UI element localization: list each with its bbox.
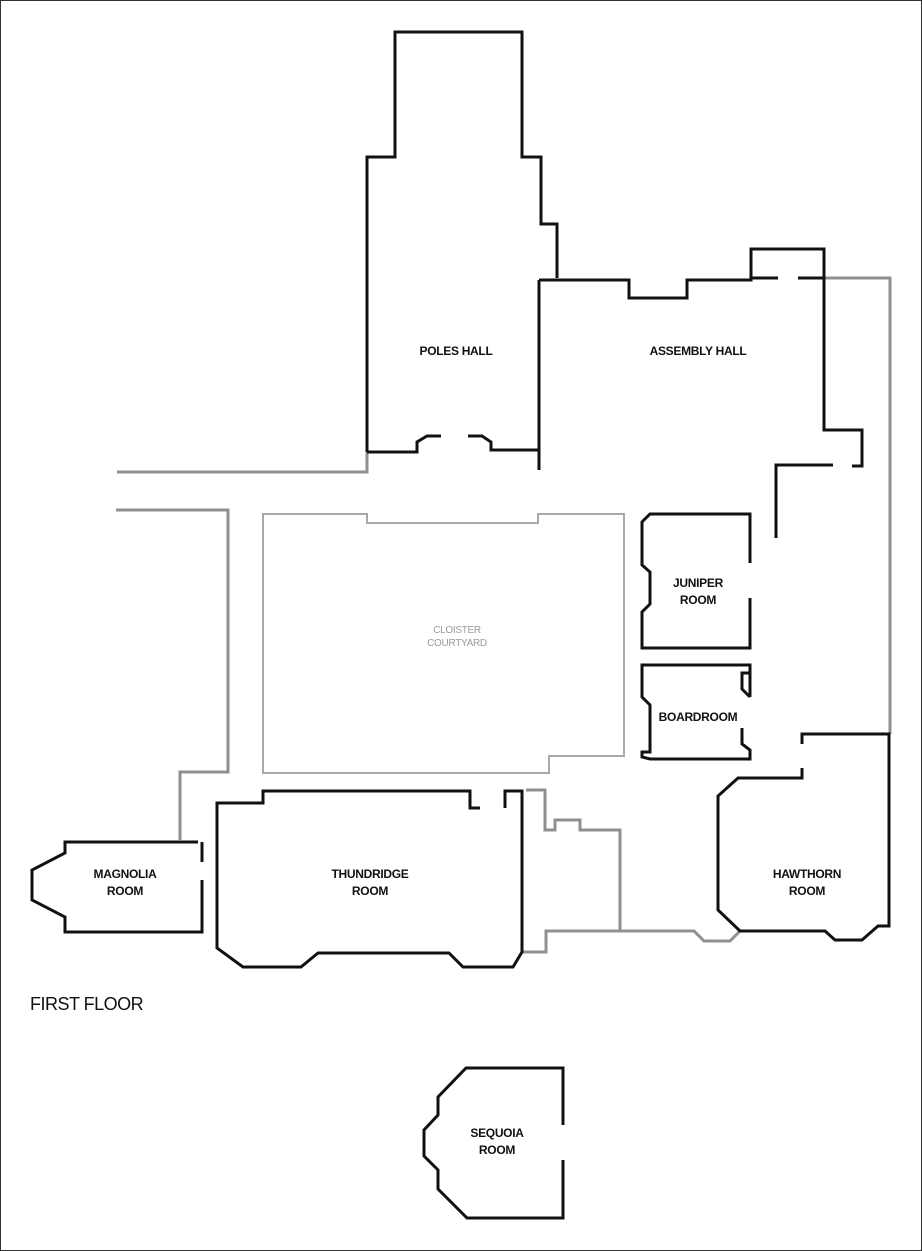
corridor-west bbox=[116, 508, 230, 840]
hawthorn-room-label-line1: HAWTHORN bbox=[773, 867, 841, 881]
magnolia-room-label-line2: ROOM bbox=[107, 884, 143, 898]
poles-hall-front-right bbox=[468, 434, 539, 452]
thundridge-room-label-line2: ROOM bbox=[352, 884, 388, 898]
sequoia-room-walls-top bbox=[422, 1066, 565, 1220]
thundridge-room-label-line1: THUNDRIDGE bbox=[332, 867, 409, 881]
hawthorn-room-label-line2: ROOM bbox=[789, 884, 825, 898]
boardroom-walls bbox=[640, 663, 752, 761]
hawthorn-room[interactable]: HAWTHORN ROOM bbox=[716, 732, 891, 942]
thundridge-room[interactable]: THUNDRIDGE ROOM bbox=[215, 789, 524, 969]
poles-hall-label: POLES HALL bbox=[419, 344, 492, 358]
sequoia-room-label-line2: ROOM bbox=[479, 1143, 515, 1157]
juniper-room-label-line2: ROOM bbox=[680, 593, 716, 607]
boardroom-label: BOARDROOM bbox=[659, 710, 738, 724]
corridor-east bbox=[824, 276, 892, 734]
magnolia-room-walls bbox=[30, 840, 204, 934]
corridor-stair bbox=[526, 788, 622, 931]
boardroom-right-jamb bbox=[740, 671, 752, 699]
hawthorn-room-walls bbox=[716, 732, 891, 942]
boardroom[interactable]: BOARDROOM bbox=[640, 663, 752, 761]
assembly-hall[interactable]: ASSEMBLY HALL bbox=[539, 247, 864, 538]
courtyard-outline bbox=[262, 513, 625, 774]
poles-hall-walls bbox=[365, 30, 559, 452]
corridor-north bbox=[117, 452, 369, 474]
corridor-south bbox=[522, 929, 742, 954]
thundridge-room-walls bbox=[215, 789, 524, 969]
sequoia-room-label-line1: SEQUOIA bbox=[470, 1126, 524, 1140]
sequoia-room[interactable]: SEQUOIA ROOM bbox=[422, 1066, 565, 1220]
assembly-hall-lower-wall bbox=[774, 463, 833, 538]
poles-hall-front-left bbox=[367, 434, 441, 454]
corridors bbox=[116, 276, 892, 954]
courtyard-label-line1: CLOISTER bbox=[433, 625, 481, 636]
courtyard-label-line2: COURTYARD bbox=[427, 638, 487, 649]
floor-title: FIRST FLOOR bbox=[30, 994, 144, 1014]
magnolia-room-label-line1: MAGNOLIA bbox=[94, 867, 158, 881]
juniper-room[interactable]: JUNIPER ROOM bbox=[640, 512, 752, 650]
juniper-room-label-line1: JUNIPER bbox=[673, 576, 724, 590]
juniper-room-walls bbox=[640, 512, 752, 650]
cloister-courtyard: CLOISTER COURTYARD bbox=[262, 513, 625, 774]
poles-hall[interactable]: POLES HALL bbox=[365, 30, 559, 470]
magnolia-room[interactable]: MAGNOLIA ROOM bbox=[30, 840, 204, 934]
assembly-hall-top-wall bbox=[539, 247, 864, 468]
assembly-hall-label: ASSEMBLY HALL bbox=[650, 344, 747, 358]
